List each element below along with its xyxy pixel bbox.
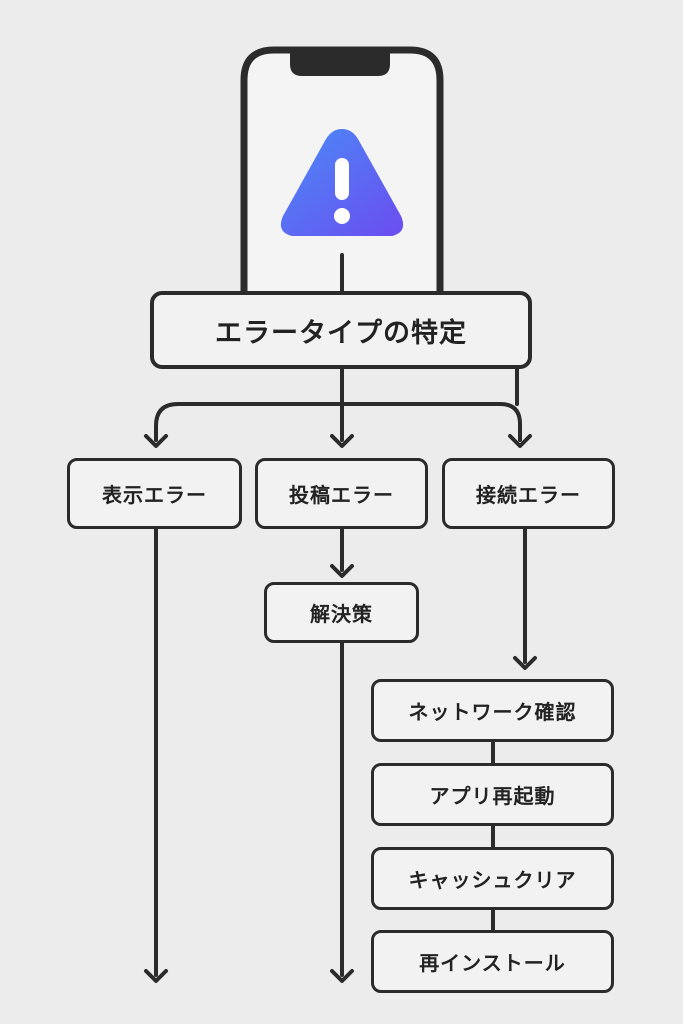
arrowhead [144,434,168,448]
solution-label: 解決策 [310,602,373,626]
phone-notch [290,52,390,76]
arrowhead [330,564,354,578]
category-label: 投稿エラー [289,483,394,507]
step-label: アプリ再起動 [429,784,556,808]
category-label: 接続エラー [476,483,581,507]
step-label: 再インストール [419,951,566,975]
arrowheads [144,434,537,983]
step-app-restart: アプリ再起動 [371,763,614,826]
arrowhead [144,969,168,983]
arrowhead [513,656,537,670]
arrowhead [330,434,354,448]
step-reinstall: 再インストール [371,930,614,993]
step-label: ネットワーク確認 [408,700,577,724]
step-label: キャッシュクリア [408,868,577,892]
arrowhead [330,969,354,983]
error-type-identification-box: エラータイプの特定 [150,291,532,369]
category-label: 表示エラー [102,483,207,507]
arrowhead [508,434,532,448]
post-error-box: 投稿エラー [255,458,428,529]
connection-error-box: 接続エラー [442,458,615,529]
step-network-check: ネットワーク確認 [371,679,614,742]
warning-icon [280,129,404,236]
root-label: エラータイプの特定 [215,317,467,349]
solution-box: 解決策 [264,582,419,643]
display-error-box: 表示エラー [67,458,242,529]
step-cache-clear: キャッシュクリア [371,847,614,910]
connectors [154,253,527,977]
phone-illustration [240,46,444,292]
